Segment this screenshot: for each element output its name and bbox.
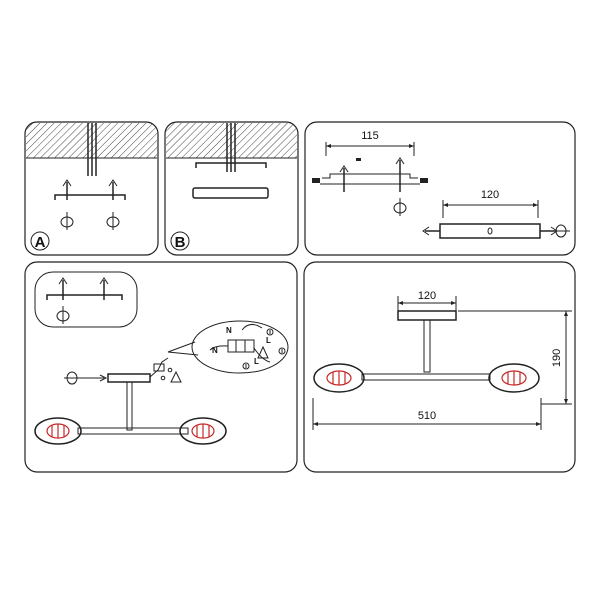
mounting-bracket — [54, 194, 126, 200]
lamp-head-right — [488, 363, 540, 393]
panel-a: A — [24, 121, 159, 256]
lamp-stem — [126, 381, 133, 431]
bracket-inset — [34, 271, 138, 328]
ground-icon — [242, 362, 250, 370]
wire-l-label: L — [266, 336, 271, 345]
panel-b: B — [164, 121, 299, 256]
panel-e: 120 190 510 — [303, 261, 576, 473]
dim-canopy-120: 120 — [418, 290, 436, 302]
dowel-icon — [393, 198, 407, 216]
screw-icon — [62, 179, 72, 200]
step-label-b: B — [175, 234, 186, 251]
bracket-side-view — [322, 173, 418, 179]
canopy-plate — [192, 187, 269, 199]
dim-bracket-115: 115 — [361, 130, 379, 142]
lamp-stem — [423, 319, 431, 373]
ground-icon — [278, 347, 286, 355]
lamp-arm — [361, 373, 491, 381]
step-label-a: A — [35, 234, 46, 251]
screw-icon — [422, 226, 440, 236]
lamp-arm — [77, 427, 189, 435]
wire-n2-label: N — [212, 346, 218, 355]
panel-c: 115 120 — [304, 121, 576, 256]
screw-icon — [395, 157, 405, 192]
ground-icon — [266, 328, 274, 336]
screw-icon — [339, 165, 349, 192]
dowel-icon — [60, 212, 74, 230]
dowel-icon — [56, 306, 70, 324]
wiring-detail-bubble — [191, 320, 289, 374]
lamp-head-left — [313, 363, 365, 393]
ceiling-wires — [87, 123, 97, 176]
dowel-icon — [553, 224, 570, 238]
mounted-bracket — [195, 162, 267, 168]
screw-icon — [99, 277, 109, 300]
screw-icon — [58, 277, 68, 300]
dowel-icon — [64, 371, 80, 385]
dim-height-190: 190 — [551, 349, 563, 367]
wire-l2-label: L — [254, 357, 259, 366]
screw-icon — [108, 179, 118, 200]
dowel-icon — [106, 212, 120, 230]
wire-n-label: N — [226, 326, 232, 335]
lamp-head-left — [34, 417, 82, 445]
lamp-head-right — [179, 417, 227, 445]
wire-connector — [149, 357, 169, 378]
ceiling-wires — [226, 123, 236, 172]
warning-icon — [257, 345, 269, 359]
panel-d: N L N L — [24, 261, 298, 473]
dim-plate-120: 120 — [481, 189, 499, 201]
warning-icon — [170, 370, 182, 383]
dim-width-510: 510 — [418, 410, 436, 422]
